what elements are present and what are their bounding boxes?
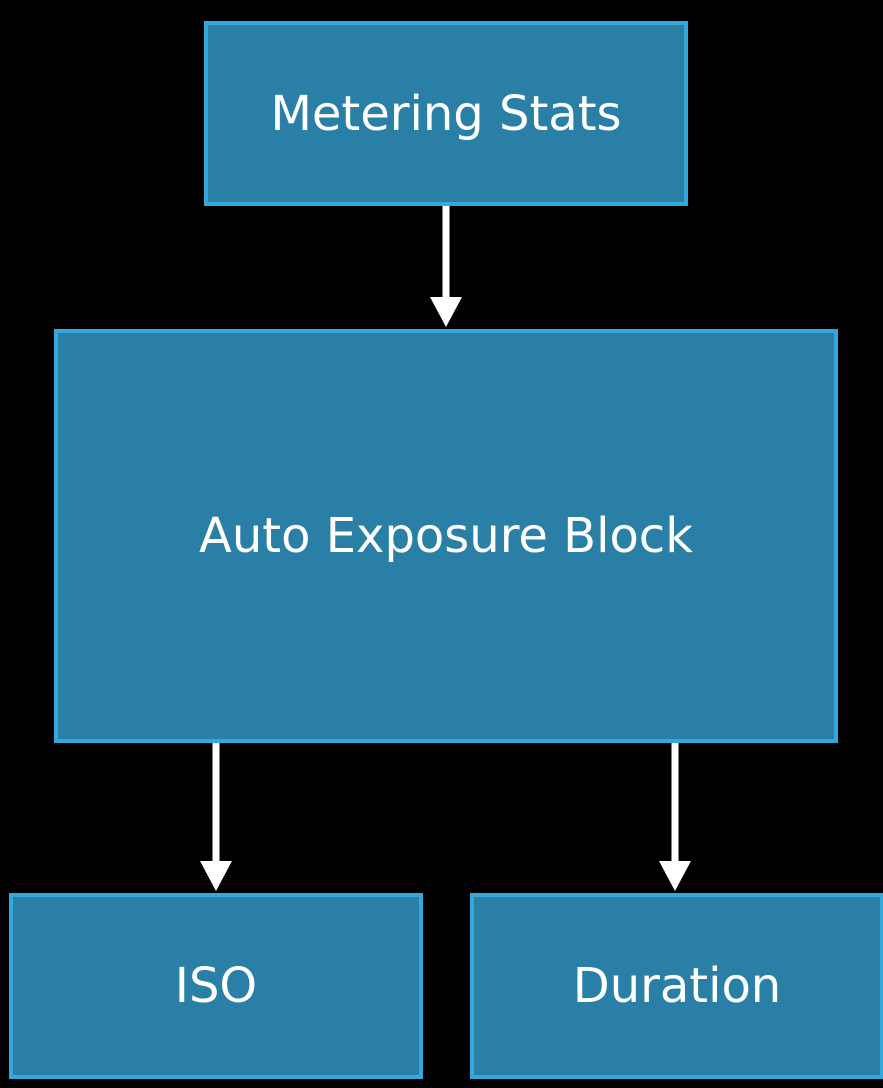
- arrow-metering-to-auto-exposure: [430, 206, 462, 327]
- iso-node: ISO: [9, 893, 423, 1079]
- duration-label: Duration: [572, 958, 782, 1014]
- arrow-auto-exposure-to-iso: [200, 743, 232, 891]
- duration-node: Duration: [470, 893, 883, 1079]
- auto-exposure-block-label: Auto Exposure Block: [199, 508, 693, 564]
- auto-exposure-block-node: Auto Exposure Block: [54, 329, 838, 743]
- metering-stats-node: Metering Stats: [204, 21, 688, 206]
- arrow-auto-exposure-to-duration: [659, 743, 691, 891]
- metering-stats-label: Metering Stats: [270, 85, 622, 142]
- iso-label: ISO: [174, 958, 258, 1014]
